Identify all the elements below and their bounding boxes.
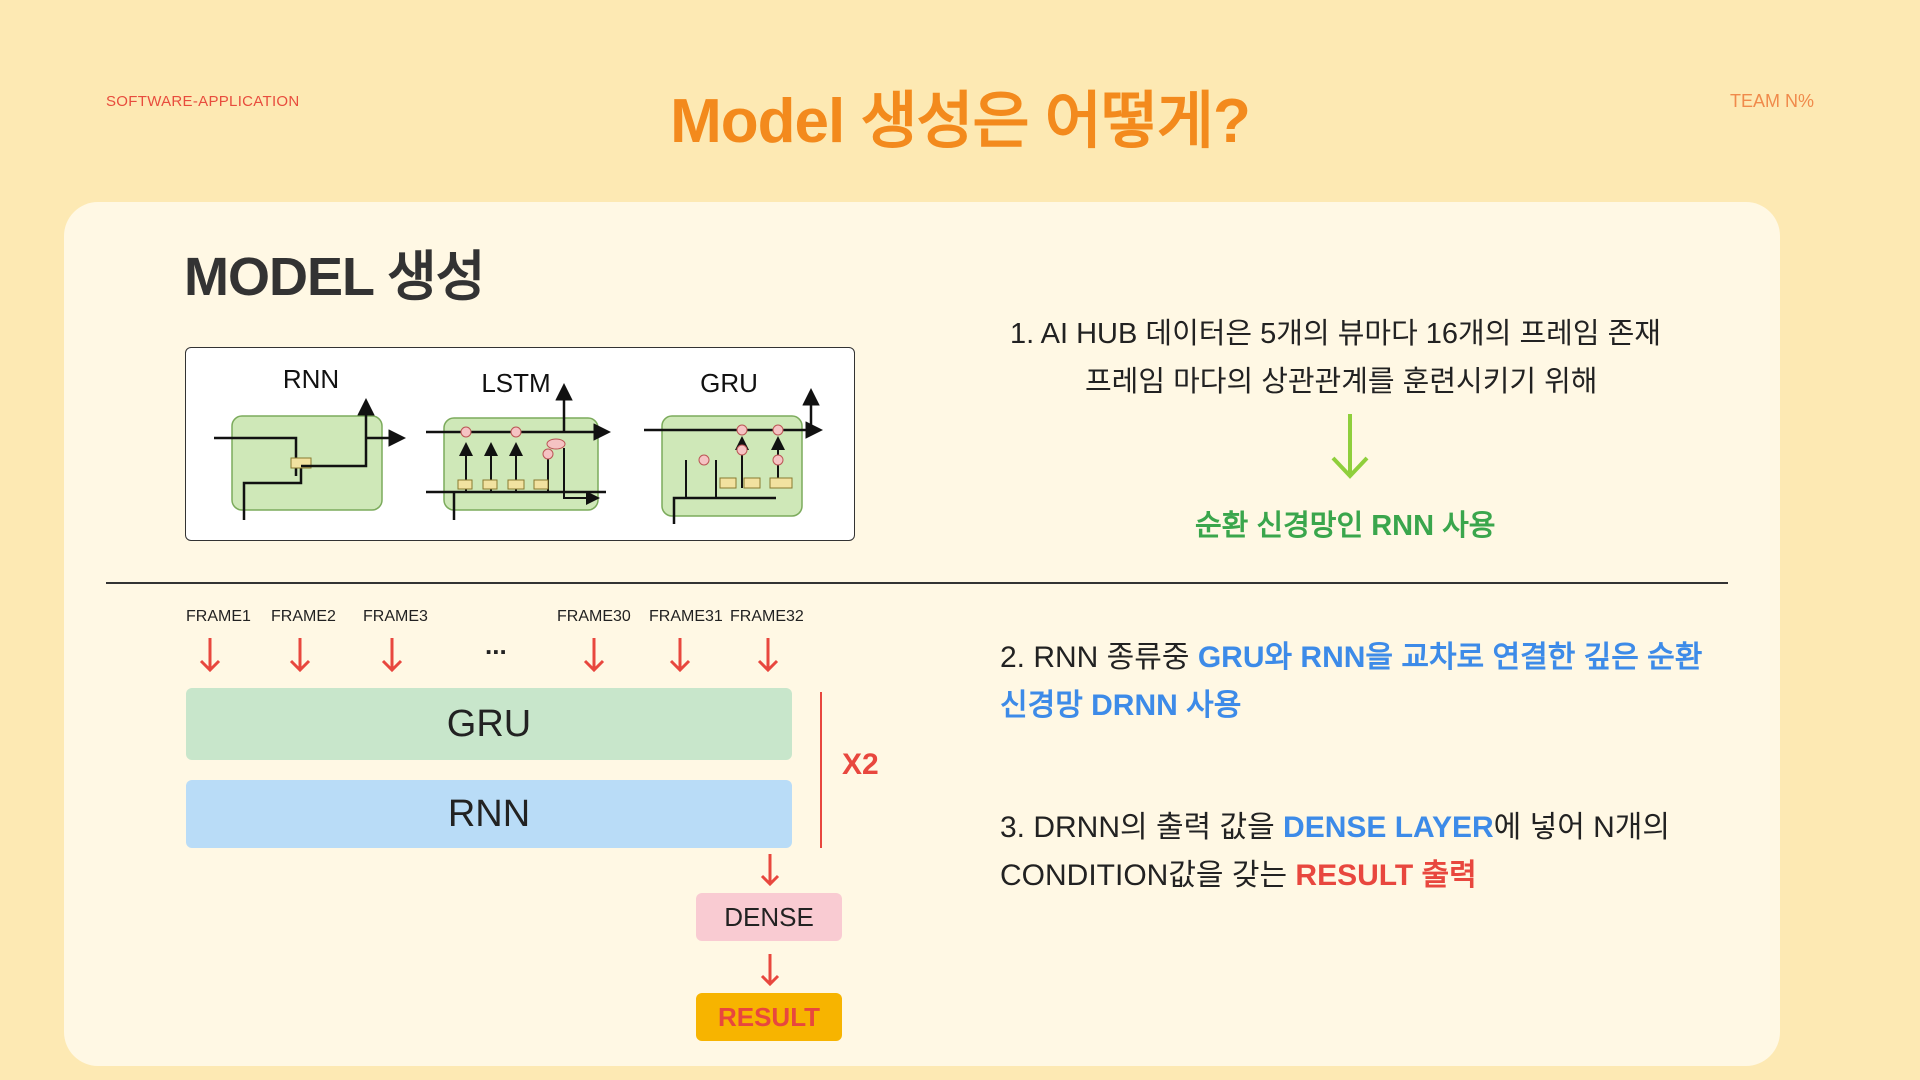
diagram-label-lstm: LSTM [481, 368, 550, 398]
down-arrow-icon [760, 954, 780, 987]
note-1-line-1: 1. AI HUB 데이터은 5개의 뷰마다 16개의 프레임 존재 [1010, 318, 1661, 350]
note-2-highlight: GRU와 RNN을 교차로 연결한 깊은 순환 신경망 DRNN 사용 [1000, 641, 1703, 722]
note-3-prefix: 3. DRNN의 출력 값을 [1000, 811, 1284, 844]
frame-ellipsis: ... [485, 630, 507, 660]
frame-label-32: FRAME32 [730, 608, 804, 625]
diagram-label-rnn: RNN [283, 364, 339, 394]
note-2-prefix: 2. RNN 종류중 [1000, 641, 1198, 674]
dense-layer-block: DENSE [696, 893, 842, 941]
frame-arrow-icon [757, 638, 779, 673]
section-divider [106, 582, 1728, 584]
note-1-line-2: 프레임 마다의 상관관계를 훈련시키기 위해 [1085, 366, 1598, 398]
rnn-layer-block: RNN [186, 780, 792, 848]
repeat-bracket-line [820, 692, 822, 848]
team-label: TEAM N% [1729, 91, 1814, 111]
frame-arrow-icon [669, 638, 691, 673]
section-title: MODEL 생성 [184, 247, 485, 307]
course-label: SOFTWARE-APPLICATION [106, 93, 300, 110]
diagram-label-gru: GRU [700, 368, 758, 398]
rnn-conclusion: 순환 신경망인 RNN 사용 [1195, 510, 1496, 542]
slide-title: Model 생성은 어떻게? [670, 87, 1251, 156]
result-block: RESULT [696, 993, 842, 1041]
note-3-middle: 에 넣어 N개의 CONDITION값을 갖는 [1000, 811, 1670, 892]
frame-label-31: FRAME31 [649, 608, 723, 625]
rnn-cell-diagram: RNN LSTM GRU [185, 347, 855, 541]
note-3: 3. DRNN의 출력 값을 DENSE LAYER에 넣어 N개의 CONDI… [1000, 804, 1720, 900]
frame-arrow-icon [583, 638, 605, 673]
frame-label-2: FRAME2 [271, 608, 336, 625]
repeat-label: X2 [842, 748, 879, 781]
note-3-highlight-result: RESULT 출력 [1295, 859, 1477, 892]
frame-label-1: FRAME1 [186, 608, 251, 625]
content-card [64, 202, 1780, 1066]
down-arrow-icon [1331, 414, 1369, 479]
note-3-highlight-dense: DENSE LAYER [1283, 811, 1494, 844]
frame-arrow-icon [289, 638, 311, 673]
gru-layer-block: GRU [186, 688, 792, 760]
note-1: 1. AI HUB 데이터은 5개의 뷰마다 16개의 프레임 존재 프레임 마… [1010, 310, 1720, 406]
frame-label-30: FRAME30 [557, 608, 631, 625]
gru-cell [644, 388, 823, 524]
frame-arrow-icon [381, 638, 403, 673]
frame-arrow-icon [199, 638, 221, 673]
frame-label-3: FRAME3 [363, 608, 428, 625]
note-2: 2. RNN 종류중 GRU와 RNN을 교차로 연결한 깊은 순환 신경망 D… [1000, 634, 1720, 730]
lstm-cell [426, 383, 611, 520]
rnn-cell-diagram-svg: RNN LSTM GRU [214, 364, 823, 524]
rnn-cell [214, 398, 406, 520]
down-arrow-icon [760, 854, 780, 887]
